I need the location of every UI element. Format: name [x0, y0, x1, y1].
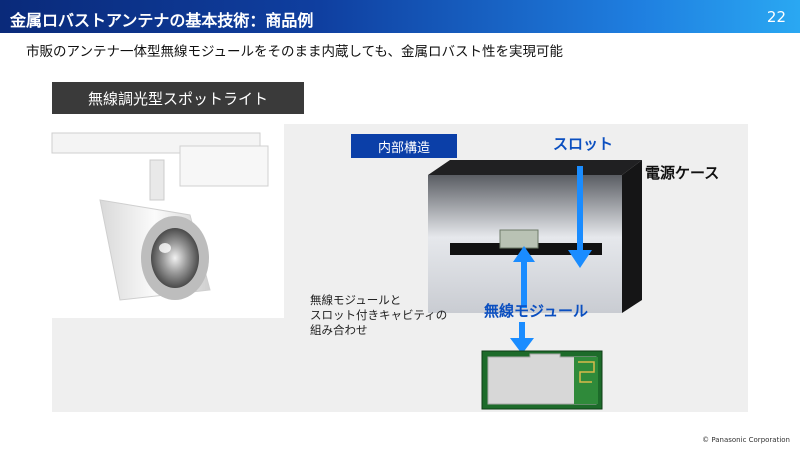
power-case-box — [428, 160, 642, 313]
module-arrow-down-icon — [510, 322, 534, 354]
combination-line-3: 組み合わせ — [310, 323, 368, 337]
combination-caption: 無線モジュールと スロット付きキャビティの 組み合わせ — [310, 293, 447, 338]
copyright-text: © Panasonic Corporation — [702, 436, 790, 444]
module-arrow-icon — [513, 246, 535, 308]
header-bar: 金属ロバストアンテナの基本技術：商品例 22 — [0, 0, 800, 33]
page-number: 22 — [766, 8, 786, 26]
slot-arrow-icon — [568, 166, 592, 268]
page-title: 金属ロバストアンテナの基本技術：商品例 — [10, 11, 314, 30]
spotlight-illustration — [51, 132, 269, 301]
product-label: 無線調光型スポットライト — [52, 82, 304, 114]
wireless-module-pcb — [481, 350, 603, 410]
slot-label: スロット — [553, 135, 614, 153]
internal-structure-badge: 内部構造 — [351, 134, 457, 158]
combination-line-2: スロット付きキャビティの — [310, 308, 448, 322]
wireless-module-label: 無線モジュール — [484, 302, 588, 320]
power-case-label: 電源ケース — [645, 164, 720, 182]
slide-subtitle: 市販のアンテナ一体型無線モジュールをそのまま内蔵しても、金属ロバスト性を実現可能 — [26, 44, 564, 60]
combination-line-1: 無線モジュールと — [310, 293, 402, 307]
